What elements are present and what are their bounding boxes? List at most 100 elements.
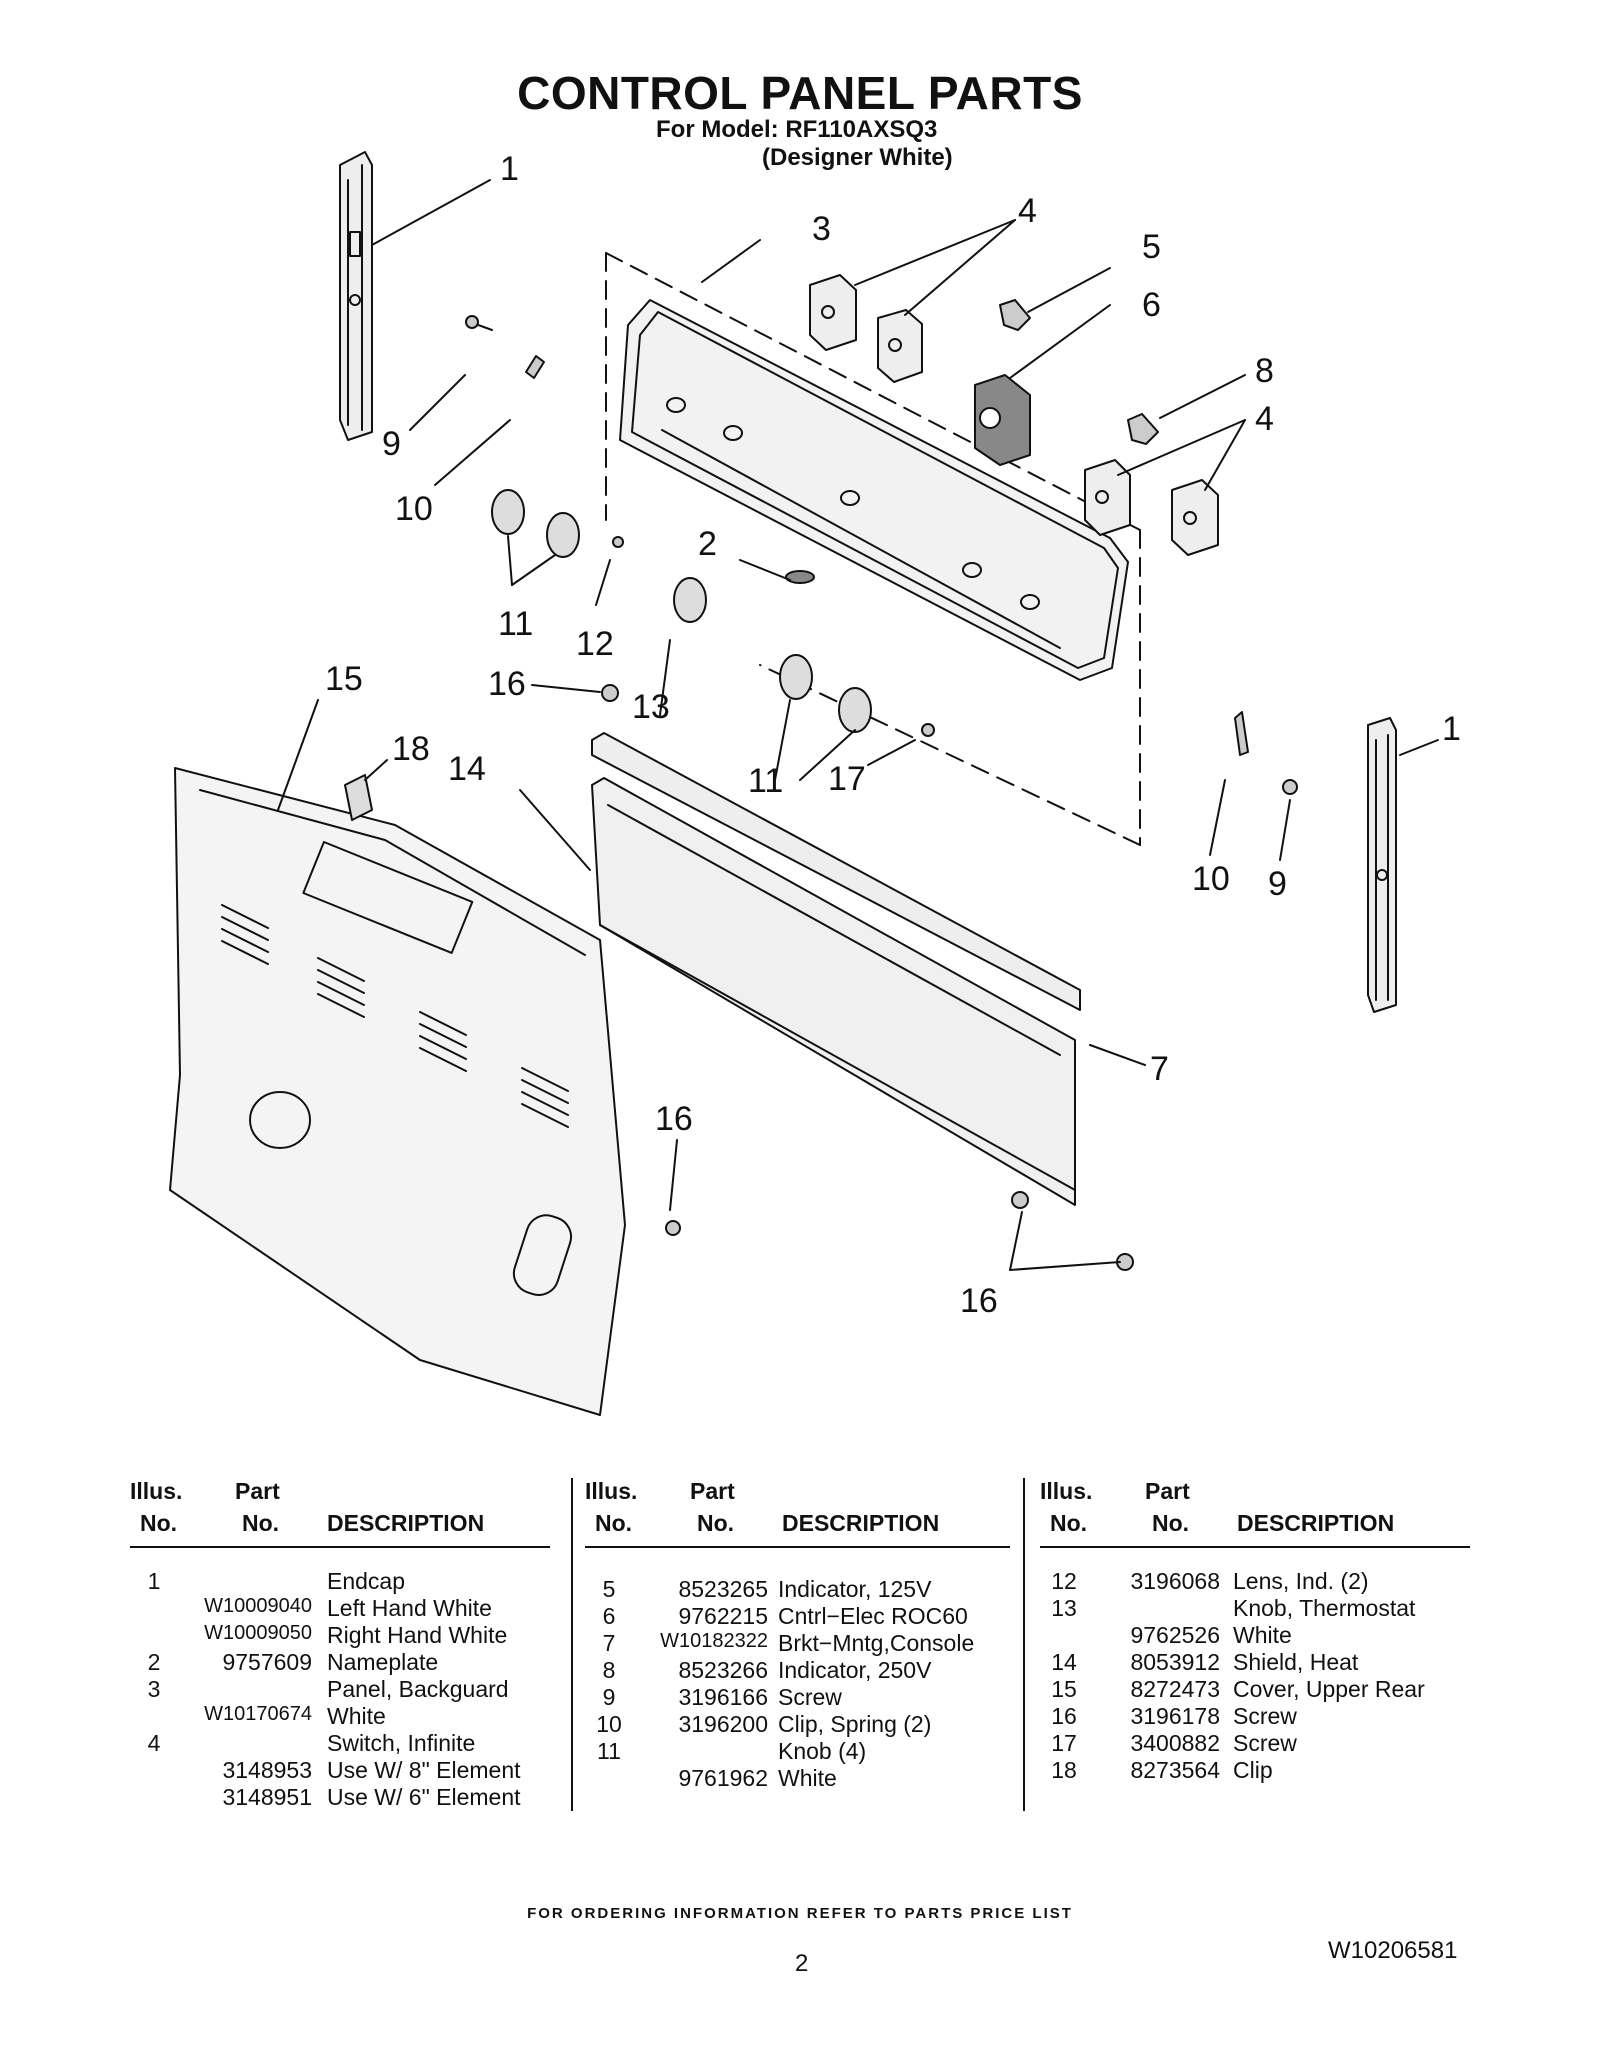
callout-number: 1: [500, 150, 519, 188]
indicator-250v: [1127, 413, 1159, 445]
description: Knob, Thermostat: [1233, 1595, 1416, 1621]
illus-no: 1: [147, 1568, 161, 1594]
header-illus-no: No.: [1050, 1510, 1088, 1536]
description: Clip: [1233, 1757, 1273, 1783]
part-no: 3196178: [1130, 1703, 1220, 1729]
table-row: W10170674 White: [130, 1703, 550, 1730]
callout-number: 9: [382, 425, 401, 463]
description: White: [1233, 1622, 1292, 1648]
description: Screw: [1233, 1730, 1297, 1756]
table-header: Illus. No. Part No. DESCRIPTION: [1040, 1478, 1470, 1548]
description: Panel, Backguard: [327, 1676, 509, 1702]
part-no: 3148951: [222, 1784, 312, 1810]
callout-number: 11: [498, 605, 533, 643]
part-no: 3400882: [1130, 1730, 1220, 1756]
illus-no: 9: [602, 1684, 616, 1710]
exploded-parts-diagram: 1 3 4 5 6 9 10 8 4 2 11 12 13 15 16 18 1…: [169, 150, 1461, 1416]
illus-no: 4: [147, 1730, 161, 1756]
illus-no: 3: [147, 1676, 161, 1702]
callout-number: 10: [395, 490, 433, 528]
table-row: 13 Knob, Thermostat: [1040, 1595, 1470, 1622]
table-row: 9761962 White: [585, 1765, 1010, 1792]
illus-no: 6: [602, 1603, 616, 1629]
part-no: 9761962: [678, 1765, 768, 1791]
illus-no: 12: [1051, 1568, 1077, 1594]
description: White: [778, 1765, 837, 1791]
model-line: For Model: RF110AXSQ3: [656, 116, 938, 143]
illus-no: 13: [1051, 1595, 1077, 1621]
callout-number: 12: [576, 625, 614, 663]
header-illus: Illus.: [585, 1478, 638, 1504]
callout-number: 16: [488, 665, 526, 703]
description: Switch, Infinite: [327, 1730, 476, 1756]
illus-no: 7: [602, 1630, 616, 1656]
part-no: W10170674: [204, 1703, 312, 1725]
part-no: 8273564: [1130, 1757, 1220, 1783]
description: Indicator, 250V: [778, 1657, 932, 1683]
description: Right Hand White: [327, 1622, 508, 1648]
description: Screw: [1233, 1703, 1297, 1729]
header-part: Part: [1145, 1478, 1190, 1504]
mounting-bracket: [591, 732, 1081, 1011]
header-description: DESCRIPTION: [327, 1510, 485, 1536]
part-no: 8523265: [678, 1576, 768, 1602]
part-no: W10009050: [204, 1622, 312, 1644]
header-part-no: No.: [242, 1510, 280, 1536]
callout-number: 11: [748, 762, 783, 800]
callout-number: 16: [960, 1282, 998, 1320]
header-illus: Illus.: [1040, 1478, 1093, 1504]
part-no: 8053912: [1130, 1649, 1220, 1675]
illus-no: 16: [1051, 1703, 1077, 1729]
callout-number: 3: [812, 210, 831, 248]
part-no: W10182322: [660, 1630, 768, 1652]
illus-no: 14: [1051, 1649, 1077, 1675]
description: White: [327, 1703, 386, 1729]
description: Nameplate: [327, 1649, 439, 1675]
infinite-switch: [809, 274, 857, 351]
knobs: [491, 489, 872, 733]
callout-number: 9: [1268, 865, 1287, 903]
description: Knob (4): [778, 1738, 867, 1764]
header-part: Part: [690, 1478, 735, 1504]
table-row: 16 3196178 Screw: [1040, 1703, 1470, 1730]
illus-no: 10: [596, 1711, 622, 1737]
callout-number: 6: [1142, 286, 1161, 324]
ordering-note: FOR ORDERING INFORMATION REFER TO PARTS …: [527, 1905, 1073, 1922]
infinite-switch: [1171, 479, 1219, 556]
description: Left Hand White: [327, 1595, 492, 1621]
page-number: 2: [795, 1950, 809, 1977]
page-title: CONTROL PANEL PARTS: [517, 67, 1083, 119]
callout-number: 1: [1442, 710, 1461, 748]
part-no: 3148953: [222, 1757, 312, 1783]
callout-labels: 1 3 4 5 6 9 10 8 4 2 11 12 13 15 16 18 1…: [325, 150, 1461, 1320]
callout-number: 4: [1255, 400, 1274, 438]
description: Cntrl−Elec ROC60: [778, 1603, 968, 1629]
callout-number: 5: [1142, 228, 1161, 266]
table-row: W10009050 Right Hand White: [130, 1622, 550, 1649]
illus-no: 18: [1051, 1757, 1077, 1783]
description: Lens, Ind. (2): [1233, 1568, 1369, 1594]
illus-no: 15: [1051, 1676, 1077, 1702]
illus-no: 5: [602, 1576, 616, 1602]
infinite-switch: [877, 309, 923, 383]
callout-number: 7: [1150, 1050, 1169, 1088]
callout-number: 15: [325, 660, 363, 698]
illus-no: 8: [602, 1657, 616, 1683]
part-no: 9762215: [678, 1603, 768, 1629]
vent-slots: [221, 904, 569, 1128]
indicator-125v: [999, 299, 1031, 331]
table-row: 6 9762215 Cntrl−Elec ROC60: [585, 1603, 1010, 1630]
